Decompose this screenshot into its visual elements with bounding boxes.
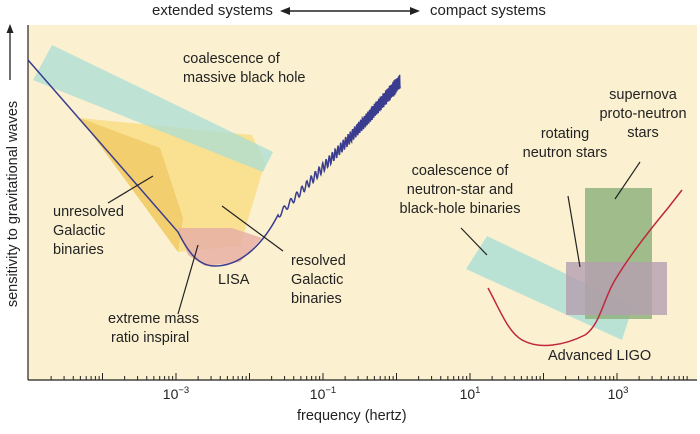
- unresolved-galactic-region: [80, 118, 183, 252]
- pointer-resolved: [221, 205, 284, 252]
- label-massive-bh-line2: massive black hole: [183, 70, 306, 86]
- pointer-supernova: [614, 161, 641, 200]
- header-compact-systems: compact systems: [430, 2, 546, 19]
- label-emri-line1: extreme mass: [108, 311, 200, 327]
- label-supernova-line1: supernova: [609, 87, 677, 103]
- label-massive-bh-line1: coalescence of: [183, 51, 280, 67]
- x-tick-label-1e-1: 10−1: [309, 385, 337, 402]
- label-lisa: LISA: [218, 272, 250, 288]
- label-resolved-line3: binaries: [291, 291, 342, 307]
- y-arrow-head: [6, 24, 14, 33]
- label-resolved-line2: Galactic: [291, 272, 344, 288]
- label-resolved-line1: resolved: [291, 253, 346, 269]
- label-supernova-line2: proto-neutron: [599, 106, 687, 122]
- label-ns-bh-line2: neutron-star and: [406, 182, 514, 198]
- label-advanced-ligo: Advanced LIGO: [548, 348, 652, 364]
- pointer-ns-bh: [460, 227, 488, 256]
- label-rotating-line2: neutron stars: [522, 145, 608, 161]
- label-supernova-line3: stars: [627, 125, 659, 141]
- y-axis-label: sensitivity to gravitational waves: [5, 100, 21, 308]
- label-emri-line2: ratio inspiral: [111, 330, 190, 346]
- label-ns-bh-line3: black-hole binaries: [399, 201, 521, 217]
- label-rotating-line1: rotating: [540, 126, 590, 142]
- header-arrow-right-head: [410, 7, 420, 15]
- x-axis-label: frequency (hertz): [297, 408, 407, 424]
- pointer-rotating: [567, 195, 581, 268]
- label-ns-bh-line1: coalescence of: [411, 163, 509, 179]
- rotating-ns-region: [566, 262, 667, 315]
- pointer-emri: [177, 244, 199, 315]
- lisa-sensitivity-curve: [27, 59, 401, 267]
- label-unresolved-line3: binaries: [53, 242, 104, 258]
- header-arrow-left-head: [280, 7, 290, 15]
- emri-region: [178, 228, 262, 266]
- ligo-sensitivity-curve: [487, 189, 683, 347]
- massive-bh-region: [33, 45, 273, 172]
- x-tick-label-1e-3: 10−3: [162, 385, 190, 402]
- pointer-unresolved: [107, 175, 154, 204]
- x-tick-label-1e3: 103: [607, 385, 629, 402]
- x-tick-label-1e1: 101: [459, 385, 481, 402]
- label-unresolved-line2: Galactic: [53, 223, 106, 239]
- header-extended-systems: extended systems: [152, 2, 273, 19]
- x-axis-ticks: [50, 373, 688, 380]
- label-unresolved-line1: unresolved: [53, 204, 124, 220]
